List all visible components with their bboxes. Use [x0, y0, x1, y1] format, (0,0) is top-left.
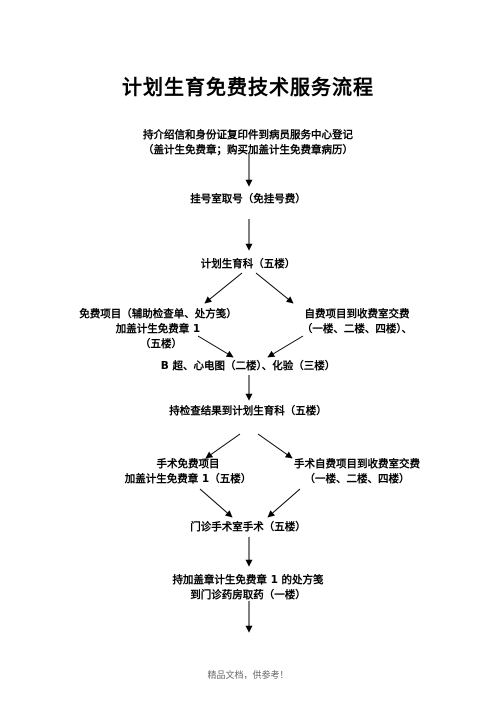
step-paid-items-line1: 自费项目到收费室交费	[304, 308, 410, 320]
arrow-results-to-surgery-paid	[257, 433, 293, 459]
arrow-surgery-free-to-surgery	[199, 488, 233, 518]
step-free-items-line2: 加盖计生免费章 1	[115, 323, 201, 335]
step-ticket: 挂号室取号（免挂号费）	[190, 193, 306, 205]
footer-note: 精品文档，供参考！	[207, 671, 289, 681]
arrow-paid-to-exams	[267, 335, 304, 358]
step-surgery-free-line2: 加盖计生免费章 1（五楼）	[124, 473, 252, 485]
step-surgery: 门诊手术室手术（五楼）	[190, 521, 306, 533]
step-surgery-paid-line1: 手术自费项目到收费室交费	[294, 458, 420, 470]
step-free-items: 免费项目（辅助检查单、处方笺） 加盖计生免费章 1 （五楼）	[68, 307, 248, 352]
step-surgery-free-line1: 手术免费项目	[156, 458, 220, 470]
arrow-dept-to-free	[204, 272, 243, 304]
step-return-results: 持检查结果到计划生育科（五楼）	[169, 405, 327, 417]
arrow-surgery-paid-to-surgery	[267, 488, 301, 518]
step-pharmacy-line1: 持加盖章计生免费章 1 的处方笺	[172, 574, 324, 586]
step-paid-items: 自费项目到收费室交费 （一楼、二楼、四楼）、	[272, 307, 442, 337]
step-register-line1: 持介绍信和身份证复印件到病员服务中心登记	[143, 129, 353, 141]
step-surgery-free: 手术免费项目 加盖计生免费章 1（五楼）	[118, 457, 258, 487]
step-pharmacy: 持加盖章计生免费章 1 的处方笺 到门诊药房取药（一楼）	[138, 573, 358, 603]
step-exams: B 超、心电图（二楼）、化验（三楼）	[160, 360, 336, 372]
arrow-results-to-surgery-free	[205, 433, 241, 459]
page-title: 计划生育免费技术服务流程	[122, 75, 374, 99]
arrow-dept-to-paid	[255, 272, 294, 304]
step-surgery-paid: 手术自费项目到收费室交费 （一楼、二楼、四楼）	[282, 457, 432, 487]
step-register: 持介绍信和身份证复印件到病员服务中心登记 （盖计生免费章；购买加盖计生免费章病历…	[98, 128, 398, 158]
step-free-items-line1: 免费项目（辅助检查单、处方笺）	[79, 308, 237, 320]
arrow-free-to-exams	[197, 335, 234, 358]
step-family-planning-dept: 计划生育科（五楼）	[200, 258, 296, 270]
step-register-line2: （盖计生免费章；购买加盖计生免费章病历）	[143, 144, 353, 156]
step-free-items-line3: （五楼）	[140, 338, 182, 350]
step-paid-items-line2: （一楼、二楼、四楼）、	[301, 323, 413, 335]
step-pharmacy-line2: 到门诊药房取药（一楼）	[190, 589, 306, 601]
step-surgery-paid-line2: （一楼、二楼、四楼）	[304, 473, 410, 485]
